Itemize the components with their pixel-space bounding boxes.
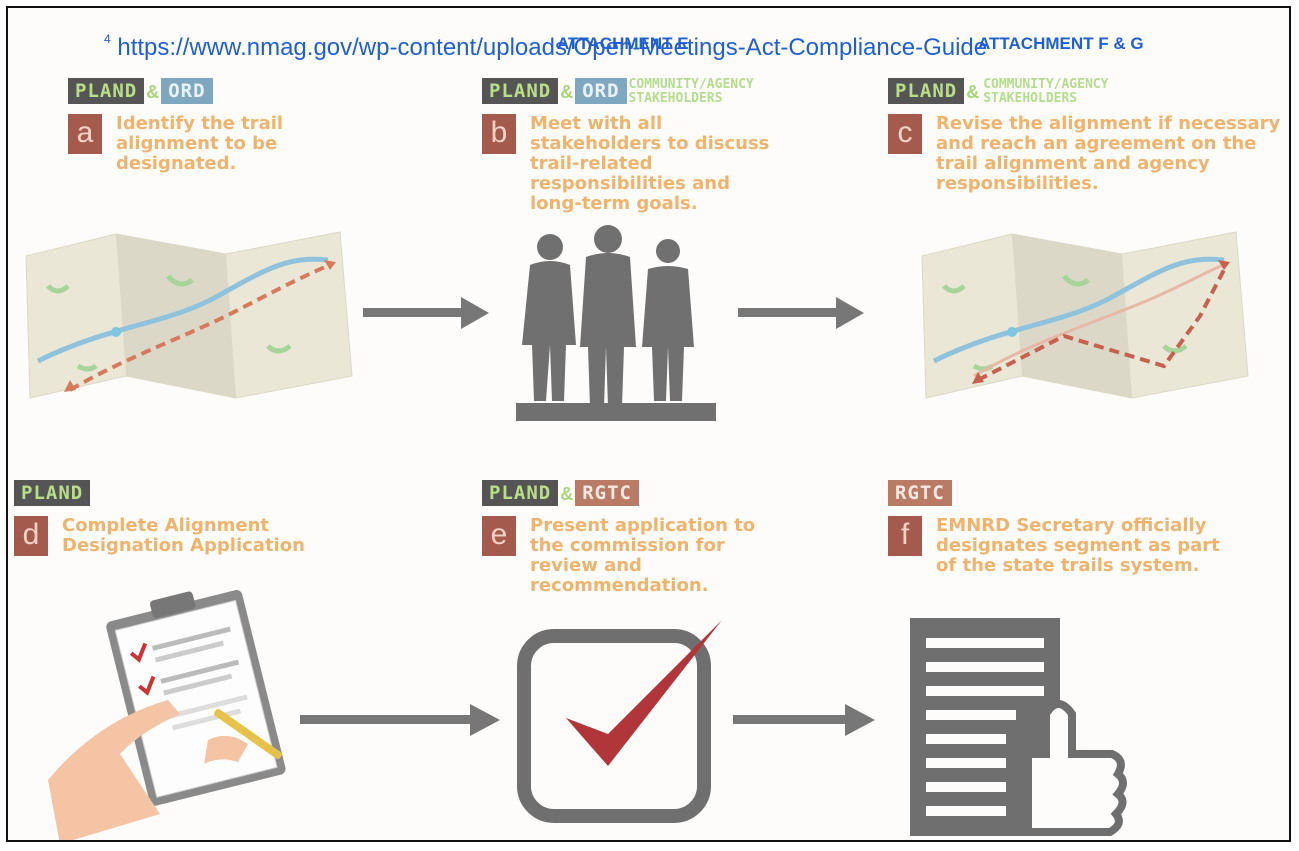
- step-e-text: Present application to the commission fo…: [530, 515, 756, 596]
- ampersand: &: [560, 484, 574, 504]
- stakeholders-label: COMMUNITY/AGENCY STAKEHOLDERS: [628, 77, 754, 106]
- checkbox-approval-icon: [517, 620, 722, 823]
- step-d-tags: PLAND: [14, 480, 374, 510]
- document-thumbs-up-icon: [910, 618, 1127, 836]
- step-letter-d: d: [14, 516, 48, 556]
- step-f-tags: RGTC: [888, 480, 1248, 510]
- tag-pland: PLAND: [482, 480, 559, 506]
- step-c: PLAND&COMMUNITY/AGENCY STAKEHOLDERS c Re…: [888, 78, 1288, 194]
- step-f-text: EMNRD Secretary officially designates se…: [936, 515, 1220, 576]
- step-d-text: Complete Alignment Designation Applicati…: [62, 515, 305, 556]
- tag-pland: PLAND: [14, 480, 91, 506]
- step-a-text: Identify the trail alignment to be desig…: [116, 113, 284, 174]
- arrow-right-icon: [300, 704, 500, 736]
- revised-map-icon: [921, 231, 1249, 399]
- step-d: PLAND d Complete Alignment Designation A…: [14, 480, 374, 556]
- ampersand: &: [146, 82, 160, 102]
- arrow-right-icon: [363, 297, 489, 329]
- attachment-e-heading: ATTACHMENT E: [557, 34, 689, 53]
- arrow-right-icon: [733, 704, 875, 736]
- clipboard-application-icon: [48, 590, 286, 840]
- tag-pland: PLAND: [482, 78, 559, 104]
- step-c-text: Revise the alignment if necessary and re…: [936, 113, 1281, 194]
- step-b-text: Meet with all stakeholders to discuss tr…: [530, 113, 770, 214]
- tag-ord: ORD: [575, 78, 627, 104]
- ampersand: &: [560, 82, 574, 102]
- tag-pland: PLAND: [888, 78, 965, 104]
- step-f: RGTC f EMNRD Secretary officially design…: [888, 480, 1248, 576]
- diagram-frame: ATTACHMENT E ATTACHMENT F & G 4 https://…: [6, 6, 1291, 842]
- tag-ord: ORD: [161, 78, 213, 104]
- step-letter-a: a: [68, 114, 102, 154]
- stakeholders-meeting-icon: [516, 225, 716, 421]
- tag-rgtc: RGTC: [575, 480, 639, 506]
- footnote-url[interactable]: https://www.nmag.gov/wp-content/uploads/…: [117, 34, 988, 61]
- step-letter-e: e: [482, 516, 516, 556]
- attachment-fg-heading: ATTACHMENT F & G: [978, 34, 1144, 53]
- step-letter-b: b: [482, 114, 516, 154]
- trail-map-icon: [25, 231, 353, 399]
- step-c-tags: PLAND&COMMUNITY/AGENCY STAKEHOLDERS: [888, 78, 1288, 108]
- step-a: PLAND&ORD a Identify the trail alignment…: [68, 78, 398, 174]
- tag-pland: PLAND: [68, 78, 145, 104]
- footnote-marker: 4: [104, 32, 111, 46]
- step-e-tags: PLAND&RGTC: [482, 480, 822, 510]
- tag-rgtc: RGTC: [888, 480, 952, 506]
- step-a-tags: PLAND&ORD: [68, 78, 398, 108]
- step-letter-c: c: [888, 114, 922, 154]
- arrow-right-icon: [738, 297, 864, 329]
- footnote-link[interactable]: 4 https://www.nmag.gov/wp-content/upload…: [104, 32, 988, 62]
- ampersand: &: [966, 82, 980, 102]
- step-letter-f: f: [888, 516, 922, 556]
- step-e: PLAND&RGTC e Present application to the …: [482, 480, 822, 596]
- stakeholders-label: COMMUNITY/AGENCY STAKEHOLDERS: [983, 77, 1109, 106]
